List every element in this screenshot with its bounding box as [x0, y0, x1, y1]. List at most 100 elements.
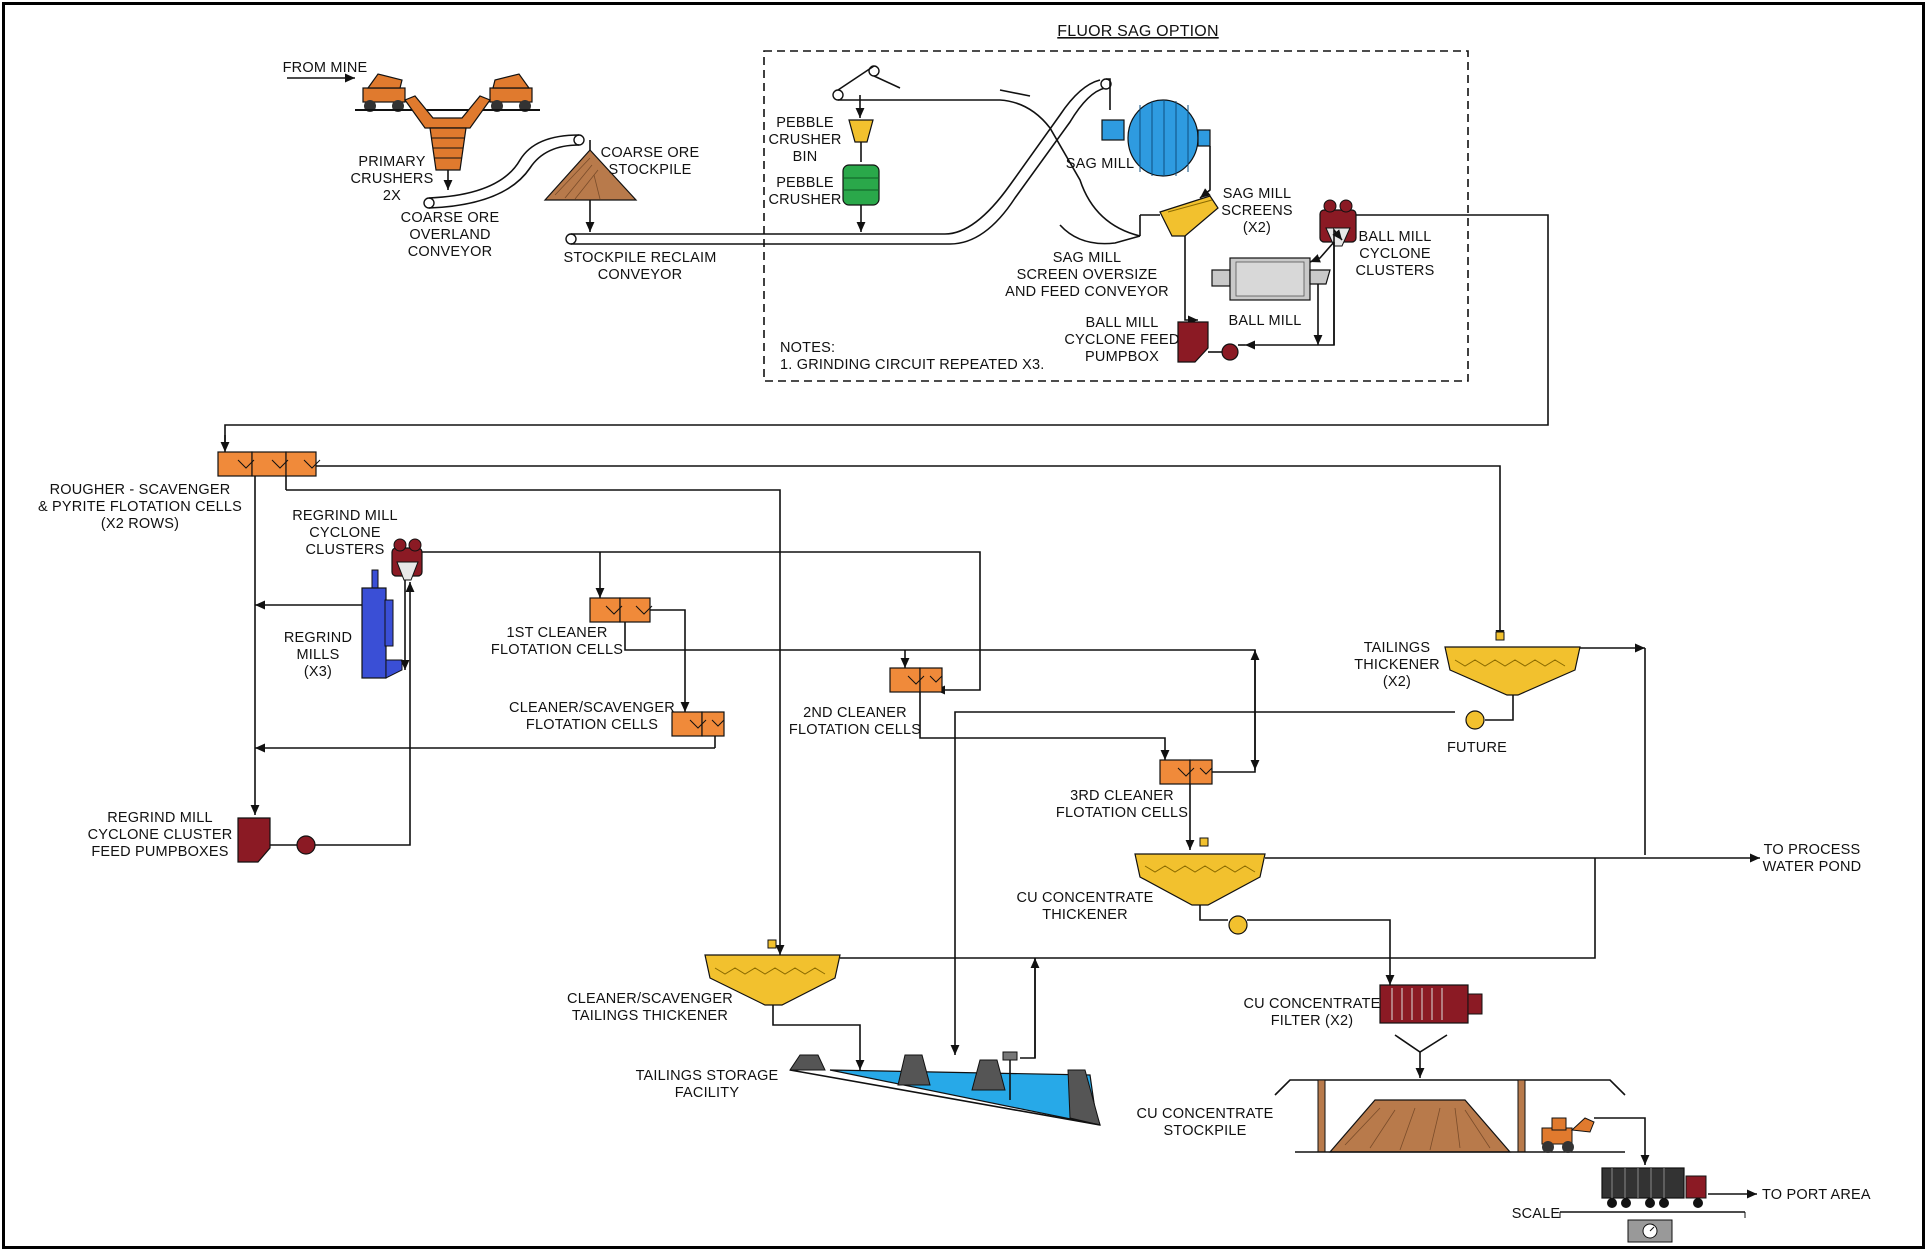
stockpile-reclaim-label-2: CONVEYOR	[598, 267, 683, 283]
filter-press-icon	[1379, 984, 1469, 1024]
flotation-cell-icon	[889, 667, 921, 693]
thickener-icon	[1444, 646, 1581, 696]
cs-tailings-thickener-label-1: CLEANER/SCAVENGER	[567, 991, 733, 1007]
sag-mill-screens-label-3: (X2)	[1243, 220, 1271, 236]
stockpile-reclaim-conveyor: STOCKPILE RECLAIM CONVEYOR	[563, 79, 1106, 283]
flotation-cell-icon	[217, 451, 253, 477]
ball-mill-pumpbox-label-1: BALL MILL	[1086, 315, 1159, 331]
cu-stockpile-label-2: STOCKPILE	[1164, 1123, 1247, 1139]
pebble-crusher-bin-label-2: CRUSHER	[768, 132, 841, 148]
pebble-conveyor	[832, 65, 1141, 237]
cu-filter-label-1: CU CONCENTRATE	[1243, 996, 1380, 1012]
primary-crushers-label-1: PRIMARY	[358, 154, 425, 170]
scale-label: SCALE	[1512, 1206, 1561, 1222]
cu-filter-label-2: FILTER (X2)	[1271, 1013, 1354, 1029]
rougher-label-3: (X2 ROWS)	[101, 516, 179, 532]
regrind-pumpboxes-label-2: CYCLONE CLUSTER	[88, 827, 233, 843]
overland-conveyor-label-1: COARSE ORE	[401, 210, 500, 226]
to-port-area-label: TO PORT AREA	[1762, 1187, 1871, 1203]
stockpile-icon	[1328, 1099, 1512, 1153]
cleaner-scavenger-label-2: FLOTATION CELLS	[526, 717, 658, 733]
flotation-cell-icon	[251, 451, 287, 477]
sag-mill-screens: SAG MILL SCREENS (X2)	[1139, 186, 1293, 325]
pebble-crusher-bin-label-1: PEBBLE	[776, 115, 834, 131]
water-pond-icon	[829, 1069, 1101, 1126]
pump-icon	[1465, 710, 1485, 730]
flotation-cell-icon	[671, 711, 703, 737]
cu-concentrate-stockpile: CU CONCENTRATE STOCKPILE	[1136, 1079, 1626, 1153]
ball-mill-cyclone-label-1: BALL MILL	[1359, 229, 1432, 245]
ball-mill: BALL MILL	[1211, 241, 1335, 350]
ball-mill-label: BALL MILL	[1229, 313, 1302, 329]
haul-truck-icon	[489, 73, 533, 112]
thickener-icon	[1134, 853, 1266, 906]
regrind-pumpboxes: REGRIND MILL CYCLONE CLUSTER FEED PUMPBO…	[88, 582, 415, 863]
tailings-thickener-label-1: TAILINGS	[1364, 640, 1431, 656]
pumpbox-icon	[237, 817, 271, 863]
regrind-mills: REGRIND MILLS (X3)	[255, 569, 410, 680]
to-process-water-label-2: WATER POND	[1763, 859, 1862, 875]
ball-mill-cyclone-clusters: BALL MILL CYCLONE CLUSTERS	[220, 199, 1549, 452]
coarse-ore-stockpile-label-2: STOCKPILE	[609, 162, 692, 178]
gyratory-crusher-icon	[429, 127, 467, 171]
flotation-cell-icon	[285, 451, 317, 477]
cleaner-scavenger-tailings-thickener: CLEANER/SCAVENGER TAILINGS THICKENER	[567, 858, 1596, 1070]
ball-mill-pumpbox-label-2: CYCLONE FEED	[1064, 332, 1179, 348]
third-cleaner-label-2: FLOTATION CELLS	[1056, 805, 1188, 821]
tailings-thickener-label-2: THICKENER	[1354, 657, 1440, 673]
first-cleaner-label-2: FLOTATION CELLS	[491, 642, 623, 658]
cone-crusher-icon	[842, 164, 880, 206]
haul-truck-icon	[1601, 1167, 1707, 1208]
cleaner-scavenger-label-1: CLEANER/SCAVENGER	[509, 700, 675, 716]
third-cleaner-label-1: 3RD CLEANER	[1070, 788, 1174, 804]
flotation-cell-icon	[1159, 759, 1191, 785]
pumpbox-icon	[1177, 321, 1209, 363]
ball-mill-cyclone-label-2: CYCLONE	[1359, 246, 1431, 262]
notes-heading: NOTES:	[780, 340, 835, 356]
flotation-cell-icon	[589, 597, 621, 623]
ball-mill-pumpbox: BALL MILL CYCLONE FEED PUMPBOX	[1064, 227, 1343, 365]
cu-stockpile-label-1: CU CONCENTRATE	[1136, 1106, 1273, 1122]
from-mine-group: FROM MINE	[283, 60, 368, 83]
primary-crushers: PRIMARY CRUSHERS 2X	[351, 73, 540, 204]
primary-crushers-label-2: CRUSHERS	[351, 171, 434, 187]
pebble-crusher: PEBBLE CRUSHER	[768, 164, 880, 232]
from-mine-label: FROM MINE	[283, 60, 368, 76]
pebble-crusher-bin-label-3: BIN	[793, 149, 818, 165]
sag-mill-screens-label-2: SCREENS	[1221, 203, 1293, 219]
pebble-crusher-label-2: CRUSHER	[768, 192, 841, 208]
pump-icon	[296, 835, 316, 855]
flotation-cell-icon	[619, 597, 651, 623]
cleaner-scavenger-cells: CLEANER/SCAVENGER FLOTATION CELLS	[509, 700, 725, 737]
regrind-mills-label-1: REGRIND	[284, 630, 352, 646]
coarse-ore-stockpile-label-1: COARSE ORE	[601, 145, 700, 161]
ball-mill-cyclone-label-3: CLUSTERS	[1356, 263, 1435, 279]
sag-oversize-conveyor-label-1: SAG MILL	[1053, 250, 1122, 266]
scale: SCALE	[1512, 1206, 1746, 1243]
front-loader-icon	[1541, 1117, 1595, 1153]
future-label: FUTURE	[1447, 740, 1507, 756]
sag-mill: SAG MILL	[1066, 99, 1211, 199]
coarse-ore-stockpile: COARSE ORE STOCKPILE	[543, 140, 700, 232]
pebble-crusher-label-1: PEBBLE	[776, 175, 834, 191]
screen-icon	[1159, 195, 1219, 237]
first-cleaner-label-1: 1ST CLEANER	[506, 625, 607, 641]
to-process-water-label-1: TO PROCESS	[1764, 842, 1861, 858]
regrind-cyclone-label-1: REGRIND MILL	[292, 508, 398, 524]
cu-concentrate-thickener-label-1: CU CONCENTRATE	[1016, 890, 1153, 906]
tailings-thickener-label-3: (X2)	[1383, 674, 1411, 690]
overland-conveyor-label-2: OVERLAND	[409, 227, 490, 243]
vertical-mill-icon	[361, 587, 387, 679]
notes-line-1: 1. GRINDING CIRCUIT REPEATED X3.	[780, 357, 1045, 373]
regrind-pumpboxes-label-1: REGRIND MILL	[107, 810, 213, 826]
sag-mill-label: SAG MILL	[1066, 156, 1135, 172]
diagram-title: FLUOR SAG OPTION	[1057, 23, 1218, 40]
second-cleaner-label-1: 2ND CLEANER	[803, 705, 907, 721]
overland-conveyor: COARSE ORE OVERLAND CONVEYOR	[401, 134, 585, 260]
sag-oversize-conveyor-label-2: SCREEN OVERSIZE	[1017, 267, 1158, 283]
sag-oversize-conveyor-label-3: AND FEED CONVEYOR	[1005, 284, 1169, 300]
tailings-storage-label-2: FACILITY	[675, 1085, 740, 1101]
tailings-storage-label-1: TAILINGS STORAGE	[636, 1068, 779, 1084]
tailings-storage-facility: TAILINGS STORAGE FACILITY	[636, 958, 1101, 1126]
regrind-cyclone-clusters: REGRIND MILL CYCLONE CLUSTERS	[292, 508, 423, 581]
